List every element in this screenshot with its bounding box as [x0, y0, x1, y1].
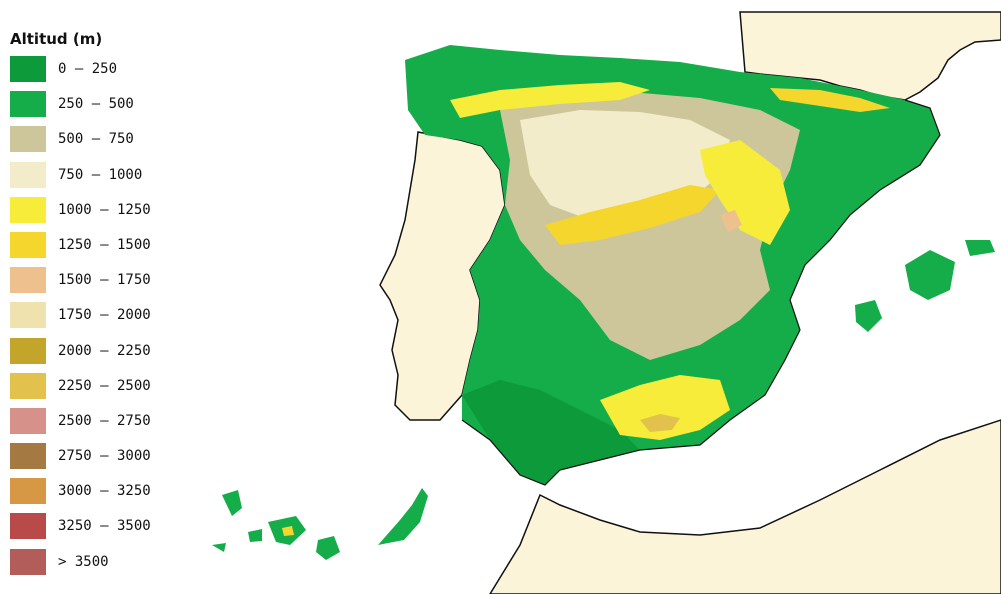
legend-swatch	[10, 267, 46, 294]
spain-coastline	[461, 99, 941, 486]
legend-label: 1750 – 2000	[58, 307, 151, 324]
legend-label: 2500 – 2750	[58, 412, 151, 429]
portugal-landmass	[379, 131, 506, 421]
legend-items: 0 – 250 250 – 500 500 – 750 750 – 1000 1000 …	[10, 56, 210, 584]
el-hierro	[212, 543, 226, 552]
legend-swatch	[10, 231, 46, 258]
legend-item: > 3500	[10, 548, 210, 584]
mallorca	[905, 250, 955, 300]
legend-item: 2500 – 2750	[10, 407, 210, 443]
legend-swatch	[10, 443, 46, 470]
legend-label: 1000 – 1250	[58, 201, 151, 218]
legend-item: 1750 – 2000	[10, 302, 210, 337]
spain-cantabrian-range	[450, 82, 650, 118]
spain-pyrenees	[770, 88, 890, 112]
legend-label: 2250 – 2500	[58, 377, 151, 394]
legend-item: 1500 – 1750	[10, 267, 210, 302]
altitude-legend: Altitud (m) 0 – 250 250 – 500 500 – 750 750…	[10, 28, 210, 584]
spain-high-peak	[720, 210, 742, 232]
legend-item: 250 – 500	[10, 91, 210, 126]
legend-item: 2750 – 3000	[10, 443, 210, 478]
legend-label: 0 – 250	[58, 61, 118, 77]
legend-item: 1250 – 1500	[10, 231, 210, 267]
spain-central-range	[545, 185, 720, 245]
legend-title: Altitud (m)	[10, 30, 103, 48]
legend-swatch	[10, 126, 46, 153]
legend-swatch	[10, 407, 46, 434]
legend-swatch	[10, 478, 46, 505]
legend-item: 0 – 250	[10, 56, 210, 91]
africa-landmass	[489, 419, 1001, 594]
legend-swatch	[10, 196, 46, 223]
legend-item: 2000 – 2250	[10, 337, 210, 373]
legend-item: 500 – 750	[10, 126, 210, 161]
legend-label: 500 – 750	[58, 131, 134, 148]
legend-swatch	[10, 337, 46, 364]
ibiza	[855, 300, 882, 332]
legend-label: 2000 – 2250	[58, 342, 151, 359]
legend-label: > 3500	[58, 553, 109, 570]
legend-swatch	[10, 513, 46, 540]
legend-item: 3000 – 3250	[10, 478, 210, 513]
legend-label: 3000 – 3250	[58, 483, 151, 500]
legend-swatch	[10, 548, 46, 575]
legend-swatch	[10, 372, 46, 399]
tenerife-teide	[282, 526, 294, 536]
spain-iberian-range	[700, 140, 790, 245]
legend-label: 3250 – 3500	[58, 518, 151, 535]
legend-item: 2250 – 2500	[10, 372, 210, 408]
gran-canaria	[316, 536, 340, 560]
legend-label: 250 – 500	[58, 96, 134, 113]
legend-item: 750 – 1000	[10, 161, 210, 197]
menorca	[965, 240, 995, 256]
spain-sierra-nevada-peak	[640, 414, 680, 432]
fuerteventura-lanzarote	[378, 488, 428, 545]
legend-item: 3250 – 3500	[10, 513, 210, 548]
legend-label: 2750 – 3000	[58, 448, 151, 465]
legend-swatch	[10, 161, 46, 188]
legend-swatch	[10, 56, 46, 82]
legend-swatch	[10, 302, 46, 329]
la-gomera	[248, 529, 262, 542]
legend-label: 750 – 1000	[58, 166, 143, 183]
legend-label: 1500 – 1750	[58, 272, 151, 289]
legend-swatch	[10, 91, 46, 118]
legend-item: 1000 – 1250	[10, 196, 210, 232]
la-palma	[222, 490, 242, 516]
spain-betic-range	[600, 375, 730, 440]
legend-label: 1250 – 1500	[58, 236, 151, 253]
